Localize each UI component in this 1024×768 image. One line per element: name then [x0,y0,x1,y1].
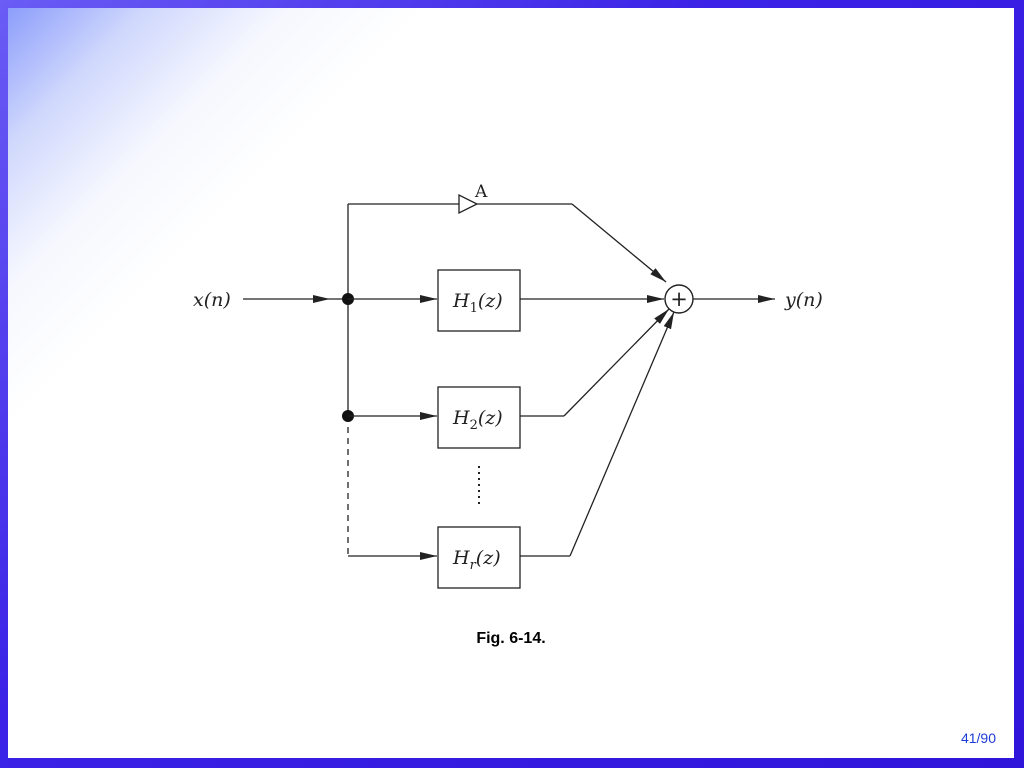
gain-triangle [458,193,479,215]
figure-caption: Fig. 6-14. [476,630,546,647]
block-diagram: + x(n) y(n) A H1(z) H2(z) Hr(z) [193,182,823,589]
block-h2-label: H2(z) [452,407,503,433]
block-h2 [437,386,521,449]
page-number: 41/90 [960,730,996,746]
slide: + x(n) y(n) A H1(z) H2(z) Hr(z) Fig. 6-1… [8,8,1014,758]
block-h1-label: H1(z) [452,290,503,316]
block-h1 [437,269,521,332]
adder-plus: + [670,287,688,311]
gain-to-adder [571,203,667,283]
gain-label: A [474,182,488,202]
input-label: x(n) [193,289,231,311]
output-label: y(n) [784,289,823,311]
block-hr [437,526,521,589]
block-hr-label: Hr(z) [452,547,501,573]
